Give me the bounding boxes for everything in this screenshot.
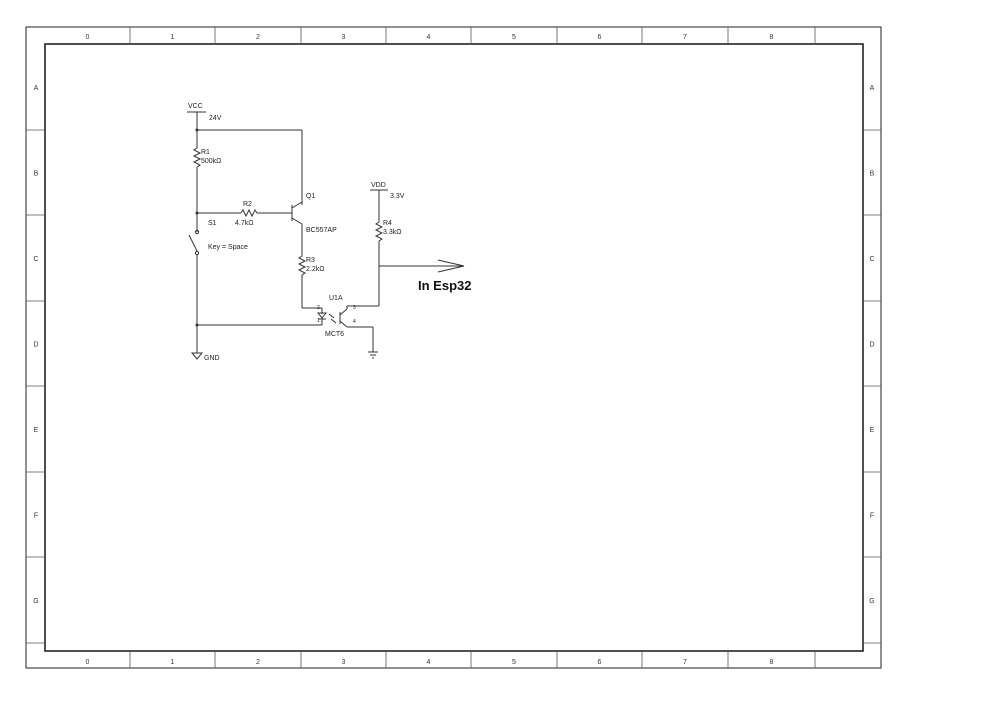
vcc-voltage: 24V (209, 115, 222, 122)
wiring (187, 111, 465, 360)
top-column-label: 8 (770, 34, 774, 41)
bottom-column-label: 5 (512, 659, 516, 666)
left-row-label: F (34, 513, 38, 520)
pin-4-mark: 4 (353, 319, 356, 325)
s1-key: Key = Space (208, 244, 248, 251)
r1-value: 500kΩ (201, 158, 221, 165)
right-row-label: D (869, 342, 874, 349)
left-row-label: D (33, 342, 38, 349)
bottom-column-label: 4 (427, 659, 431, 666)
vcc-label: VCC (188, 103, 203, 110)
pin-1-mark: 1 (317, 318, 320, 324)
right-row-label: E (870, 427, 875, 434)
r3-ref: R3 (306, 257, 315, 264)
right-row-label: F (870, 513, 874, 520)
bottom-column-label: 0 (86, 659, 90, 666)
gnd-label: GND (204, 355, 220, 362)
left-row-label: C (33, 256, 38, 263)
right-row-label: B (870, 171, 875, 178)
vdd-label: VDD (371, 182, 386, 189)
bottom-column-label: 2 (256, 659, 260, 666)
r3-value: 2.2kΩ (306, 266, 324, 273)
top-column-label: 6 (598, 34, 602, 41)
u1-model: MCT6 (325, 331, 344, 338)
right-row-label: A (870, 85, 875, 92)
q1-ref: Q1 (306, 193, 315, 200)
right-row-label: C (869, 256, 874, 263)
s1-ref: S1 (208, 220, 217, 227)
vdd-voltage: 3.3V (390, 193, 405, 200)
top-column-label: 0 (86, 34, 90, 41)
left-row-label: B (34, 171, 39, 178)
r4-ref: R4 (383, 220, 392, 227)
left-row-label: A (34, 85, 39, 92)
r1-ref: R1 (201, 149, 210, 156)
top-column-label: 7 (683, 34, 687, 41)
right-row-label: G (869, 598, 874, 605)
top-column-label: 1 (171, 34, 175, 41)
q1-model: BC557AP (306, 227, 337, 234)
r4-value: 3.3kΩ (383, 229, 401, 236)
pin-2-mark: 2 (317, 305, 320, 311)
pin-3-mark: 3 (353, 305, 356, 311)
left-row-label: E (34, 427, 39, 434)
r2-ref: R2 (243, 201, 252, 208)
sheet-border (25, 26, 882, 669)
r2-value: 4.7kΩ (235, 220, 253, 227)
bottom-column-label: 3 (342, 659, 346, 666)
bottom-column-label: 6 (598, 659, 602, 666)
bottom-column-label: 1 (171, 659, 175, 666)
top-column-label: 2 (256, 34, 260, 41)
top-column-label: 4 (427, 34, 431, 41)
bottom-column-label: 8 (770, 659, 774, 666)
left-row-label: G (33, 598, 38, 605)
component-labels: VCC 24V R1 500kΩ R2 4.7kΩ S1 Key = Space… (188, 103, 471, 362)
top-column-label: 5 (512, 34, 516, 41)
output-label: In Esp32 (418, 278, 471, 293)
bottom-column-label: 7 (683, 659, 687, 666)
top-column-label: 3 (342, 34, 346, 41)
u1-ref: U1A (329, 295, 343, 302)
